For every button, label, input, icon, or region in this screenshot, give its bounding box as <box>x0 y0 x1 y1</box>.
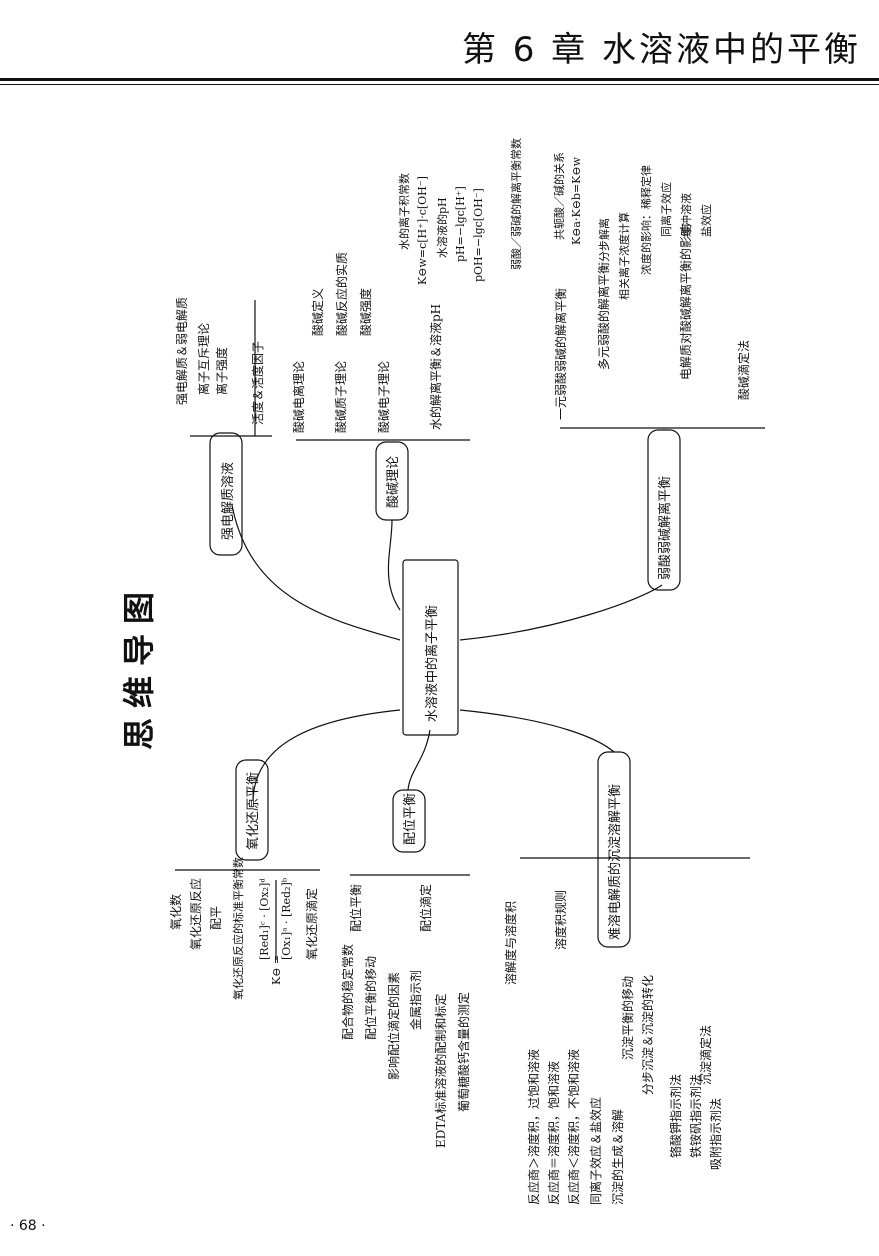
branch-redox-label: 氧化还原平衡 <box>246 772 261 850</box>
redox-balancing: 配平 <box>209 906 223 930</box>
acidbase-item-4: 酸碱定义 <box>310 288 325 336</box>
header-rule-thick <box>0 78 879 81</box>
branch-precip-node <box>597 751 631 948</box>
weak-common-ion: 同离子效应 <box>659 182 673 237</box>
connector-redox <box>252 709 401 801</box>
redox-titration: 氧化还原滴定 <box>304 888 319 960</box>
redox-formula-denominator: [Ox₁]ᵃ · [Red₂]ᵇ <box>280 877 293 960</box>
mindmap-title: 思维导图 <box>120 582 158 750</box>
precip-q-eq: 反应商＝溶度积，饱和溶液 <box>546 1061 561 1205</box>
precip-formation: 沉淀的生成＆溶解 <box>610 1109 625 1205</box>
weak-salt: 盐效应 <box>699 204 713 237</box>
weak-const-title: 弱酸／弱碱的解离平衡常数 <box>509 138 523 270</box>
coord-stability: 配合物的稳定常数 <box>340 944 355 1040</box>
precip-stepwise: 分步沉淀＆沉淀的转化 <box>640 975 655 1095</box>
center-node <box>402 559 459 736</box>
weak-ion-calc: 相关离子浓度计算 <box>617 212 631 300</box>
strong-item-3: 离子强度 <box>214 347 229 395</box>
redox-oxidation-number: 氧化数 <box>168 894 183 930</box>
connector-weak <box>459 584 663 641</box>
connector-strong <box>231 504 401 641</box>
precip-q-gt: 反应商＞溶度积，过饱和溶液 <box>526 1049 541 1205</box>
acidbase-item-3: 酸碱电子理论 <box>376 361 391 433</box>
branch-precip-label: 难溶电解质的沉淀溶解平衡 <box>607 784 623 940</box>
strong-item-4: 活度＆活度因子 <box>250 341 265 425</box>
connector-precip <box>459 709 615 753</box>
weak-stepwise: 分步解离 <box>597 218 611 262</box>
weak-polyprotic: 多元弱酸的解离平衡 <box>596 262 611 370</box>
coord-factors: 影响配位滴定的因素 <box>386 972 401 1080</box>
branch-coord-node <box>392 789 426 853</box>
weak-conjugate: 共轭酸／碱的关系 <box>552 152 566 240</box>
chapter-header-title: 第 6 章 水溶液中的平衡 <box>461 30 861 70</box>
acidbase-item-1: 酸碱电离理论 <box>291 361 306 433</box>
coord-shift: 配位平衡的移动 <box>363 956 378 1040</box>
acidbase-item-2: 酸碱质子理论 <box>333 361 348 433</box>
coord-titration: 配位滴定 <box>418 884 433 932</box>
branch-strong-node <box>209 432 243 556</box>
redox-reaction: 氧化还原反应 <box>188 878 203 950</box>
water-ion-product-formula: K⊖w=c[H⁺]·c[OH⁻] <box>416 176 429 285</box>
precip-shift: 沉淀平衡的移动 <box>620 976 635 1060</box>
precip-volhard: 铁铵矾指示剂法 <box>688 1074 703 1158</box>
water-ph-title: 水溶液的pH <box>435 197 449 258</box>
connector-coord <box>407 729 431 791</box>
connector-acidbase <box>387 519 401 611</box>
redox-formula-numerator: [Red₁]ᶜ · [Ox₂]ᵈ <box>258 878 271 960</box>
weak-electrolyte: 电解质对酸碱解离平衡的影响 <box>678 224 693 380</box>
branch-strong-label: 强电解质溶液 <box>221 462 236 540</box>
weak-titration: 酸碱滴定法 <box>736 340 751 400</box>
coord-edta: EDTA标准溶液的配制和标定 <box>433 994 448 1148</box>
page-number: · 68 · <box>10 1218 46 1234</box>
header-rule-thin <box>0 84 879 85</box>
strong-item-1: 强电解质＆弱电解质 <box>175 297 189 405</box>
branch-coord-label: 配位平衡 <box>403 793 418 845</box>
branch-weak-label: 弱酸弱碱解离平衡 <box>657 476 673 580</box>
precip-ksp-rule: 溶度积规则 <box>553 890 568 950</box>
precip-solubility: 溶解度与溶度积 <box>503 901 518 985</box>
acidbase-item-5: 酸碱反应的实质 <box>334 252 349 336</box>
water-ph-formula: pH=−lgc[H⁺] <box>454 186 467 262</box>
coord-equilibrium: 配位平衡 <box>348 884 363 932</box>
acidbase-item-6: 酸碱强度 <box>358 288 373 336</box>
mindmap-title-block: 思维导图 <box>120 582 158 750</box>
branch-weak-node <box>647 429 681 591</box>
redox-k-symbol: K⊖ = <box>270 955 283 985</box>
precip-mohr: 铬酸钾指示剂法 <box>668 1074 683 1158</box>
strong-item-2: 离子互斥理论 <box>196 323 211 395</box>
weak-conjugate-formula: K⊖a·K⊖b=K⊖w <box>570 156 583 245</box>
weak-buffer: 缓冲溶液 <box>679 193 693 237</box>
branch-acidbase-node <box>375 441 409 521</box>
water-poh-formula: pOH=−lgc[OH⁻] <box>472 188 485 282</box>
precip-fajans: 吸附指示剂法 <box>708 1098 723 1170</box>
precip-q-lt: 反应商＜溶度积，不饱和溶液 <box>566 1049 581 1205</box>
water-ion-product-title: 水的离子积常数 <box>397 173 411 250</box>
center-node-label: 水溶液中的离子平衡 <box>424 605 440 722</box>
coord-indicator: 金属指示剂 <box>408 970 423 1030</box>
redox-const-title: 氧化还原反应的标准平衡常数 <box>231 857 245 1000</box>
branch-redox-node <box>235 759 269 861</box>
weak-dilution: 浓度的影响：稀释定律 <box>639 165 653 275</box>
branch-acidbase-label: 酸碱理论 <box>386 456 401 508</box>
water-label: 水的解离平衡＆溶液pH <box>428 304 443 430</box>
weak-monoprotic: 一元弱酸弱碱的解离平衡 <box>553 288 568 420</box>
precip-common-ion: 同离子效应＆盐效应 <box>588 1097 603 1205</box>
precip-titration: 沉淀滴定法 <box>698 1025 713 1085</box>
coord-calcium: 葡萄糖酸钙含量的测定 <box>456 992 471 1112</box>
